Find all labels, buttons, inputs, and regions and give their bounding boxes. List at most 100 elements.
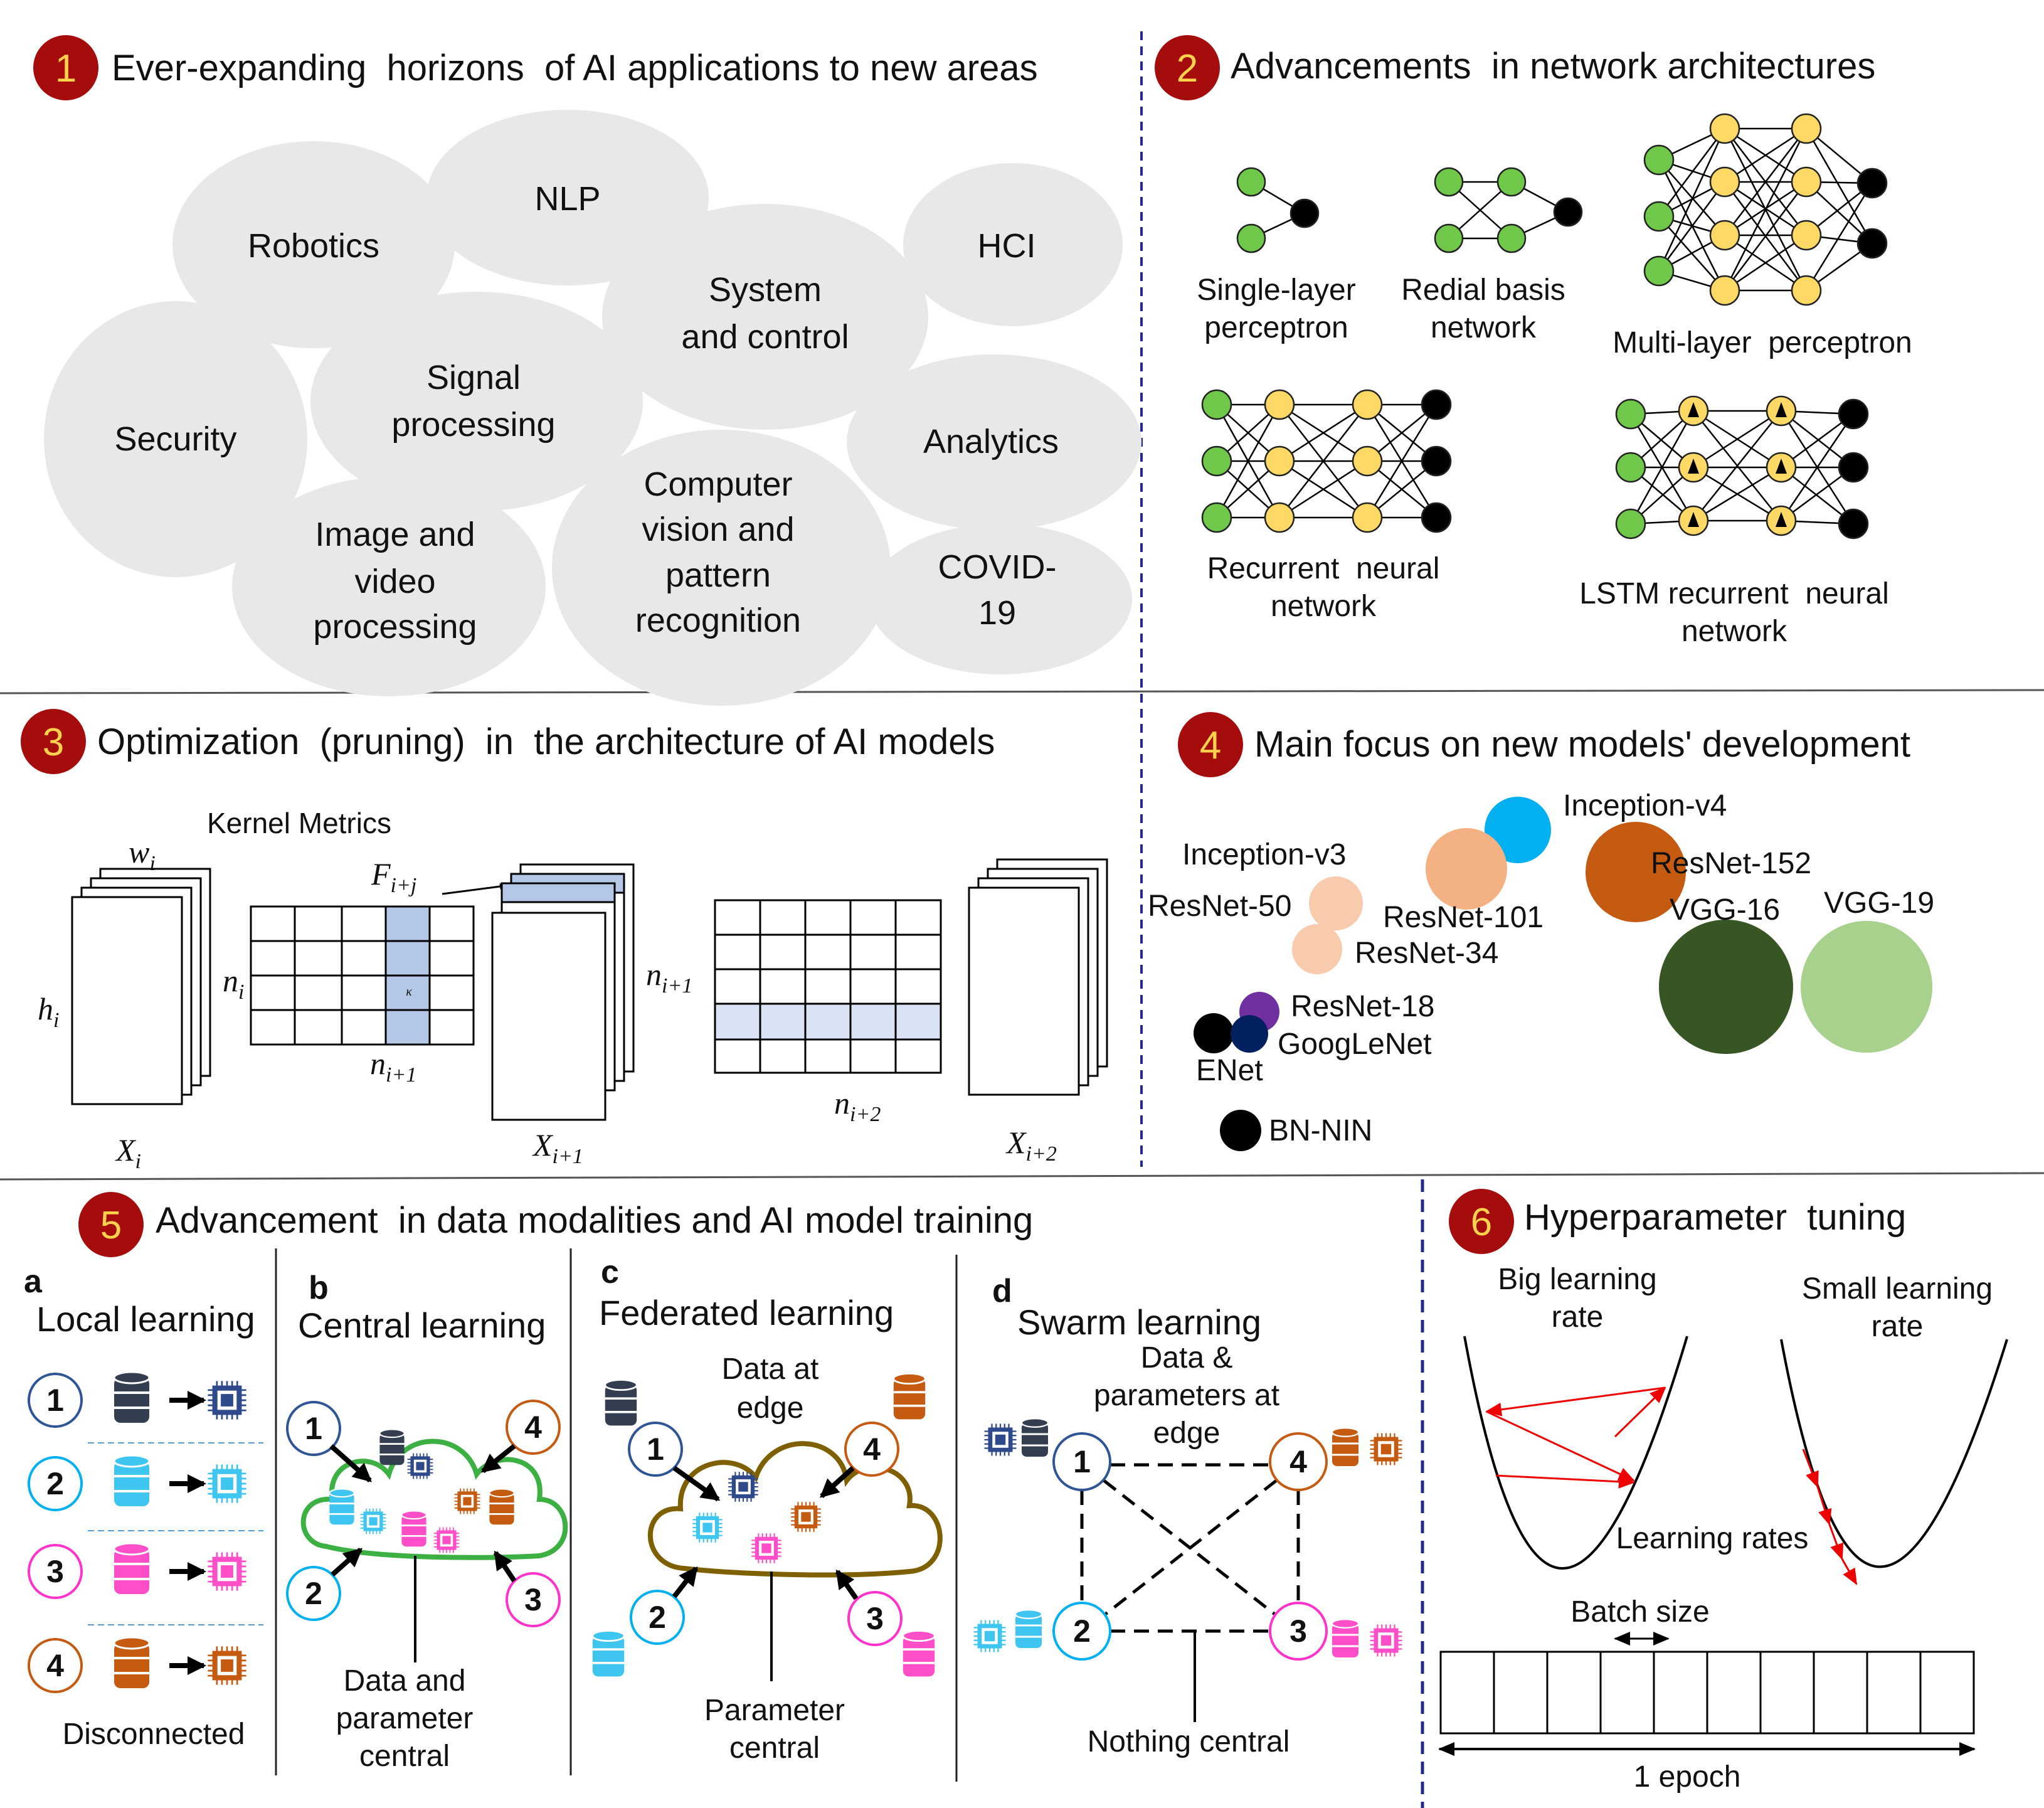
neuron-node [1434,167,1464,197]
small-rate-steps [1802,1449,1858,1585]
svg-text:Xi: Xi [115,1132,141,1173]
area-robotics-bubble [172,141,455,348]
model-inception-v4-label: Inception-v4 [1563,789,1727,822]
badge-3-number: 3 [43,721,64,764]
p5d-footer: Nothing central [1088,1725,1290,1758]
processor-icon [208,1552,246,1591]
processor-icon [751,1533,781,1563]
panel-dividers [0,31,2044,1808]
neuron-node [1709,166,1740,198]
f-symbol: F [371,856,391,891]
neuron-node [1236,167,1266,197]
neuron-node [1421,389,1452,420]
node-number: 3 [46,1554,64,1589]
p5d-letter: d [992,1273,1012,1309]
panel-4-models [1194,797,1932,1151]
neuron-node [1264,389,1295,420]
processor-icon [407,1453,433,1479]
area-security-bubble [44,301,307,577]
node-3: 3 [506,1572,561,1627]
p5d-title: Swarm learning [1017,1302,1261,1342]
neuron-node [1264,445,1295,477]
database-icon [1331,1427,1360,1466]
gate-icon [1688,512,1699,527]
area-cv-label-3: pattern [665,556,771,594]
flow-arrow [820,1466,855,1498]
node-2: 2 [630,1590,685,1645]
area-system-bubble [602,204,928,430]
database-icon [113,1371,151,1423]
area-signal-label-2: processing [391,406,555,444]
model-googlenet-label: GoogLeNet [1278,1028,1432,1061]
database-icon [1014,1609,1043,1648]
panel-4-labels: Inception-v4 Inception-v3 ResNet-152 Res… [1148,789,1934,1147]
flow-arrow [493,1550,517,1583]
x1-symbol: X [115,1132,137,1167]
neuron-node [1496,223,1527,253]
panel-5d-swarm: d Swarm learning Data & parameters at ed… [973,1273,1402,1758]
area-cv-label-2: vision and [642,511,794,548]
neuron-node [1264,502,1295,533]
gate-icon [1776,459,1787,474]
neuron-node [1352,389,1383,420]
epoch-batches [1439,1651,1975,1735]
big-rate-label-1: Big learning [1498,1263,1657,1296]
panel-3-title: Optimization (pruning) in the architectu… [97,721,995,762]
model-vgg16-label: VGG-16 [1670,893,1780,927]
gate-icon [1688,402,1699,417]
pruned-kernel-row [715,1004,941,1040]
n-i1b-symbol: n [646,957,662,992]
neuron-node [1615,452,1646,483]
net-mlp [1643,113,1888,306]
net-rbf-label-2: network [1431,311,1537,344]
badge-1 [33,35,98,100]
p5b-footer-2: parameter [336,1702,474,1735]
n-i1-subscript: i+1 [386,1063,416,1087]
badge-2 [1155,35,1220,100]
neuron-node [1352,502,1383,533]
model-resnet152-bubble [1586,822,1686,922]
badge-6-number: 6 [1471,1201,1492,1244]
area-hci-bubble [903,163,1123,326]
database-icon [329,1488,355,1525]
p5c-footer-2: central [729,1731,820,1765]
net-slp [1236,167,1320,253]
neuron-node [1496,167,1527,197]
svg-text:ni+2: ni+2 [834,1085,881,1126]
model-inception-v3-label: Inception-v3 [1182,838,1347,871]
model-enet-label: ENet [1196,1054,1263,1087]
area-signal-label-1: Signal [426,359,521,396]
node-number: 4 [1289,1444,1307,1479]
panel-6-header: 6 Hyperparameter tuning [1449,1189,1906,1254]
net-lstm-label-2: network [1681,615,1787,648]
flow-arrow [672,1566,699,1598]
area-analytics-bubble [847,354,1141,530]
flow-arrow [672,1465,721,1502]
area-image-label-3: processing [313,608,477,646]
node-3: 3 [1269,1602,1328,1661]
svg-text:ni+1: ni+1 [370,1046,416,1087]
neuron-node [1791,220,1822,251]
swarm-nodes: 1 4 2 3 [973,1418,1402,1661]
node-number: 3 [866,1601,884,1636]
node-1: 1 [1052,1432,1111,1491]
neuron-node [1709,113,1740,144]
neuron-node [1643,144,1675,176]
node-number: 2 [649,1600,666,1635]
panel-6-hyperparameters: Big learning rate Small learning rate Le… [1438,1263,2008,1794]
n-i2-subscript: i+2 [850,1103,881,1126]
neuron-node [1791,166,1822,198]
gate-icon [1776,512,1787,527]
model-googlenet-bubble [1231,1015,1268,1053]
node-number: 2 [1073,1614,1091,1649]
database-icon [1331,1619,1360,1657]
model-vgg19-label: VGG-19 [1824,886,1934,920]
svg-text:ni+1: ni+1 [646,957,692,997]
panel-2-labels: Single-layer perceptron Redial basis net… [1197,274,1912,648]
database-icon [113,1454,151,1506]
net-rbf [1434,167,1583,253]
node-number: 1 [46,1383,64,1418]
model-bn-nin-bubble [1220,1110,1261,1151]
